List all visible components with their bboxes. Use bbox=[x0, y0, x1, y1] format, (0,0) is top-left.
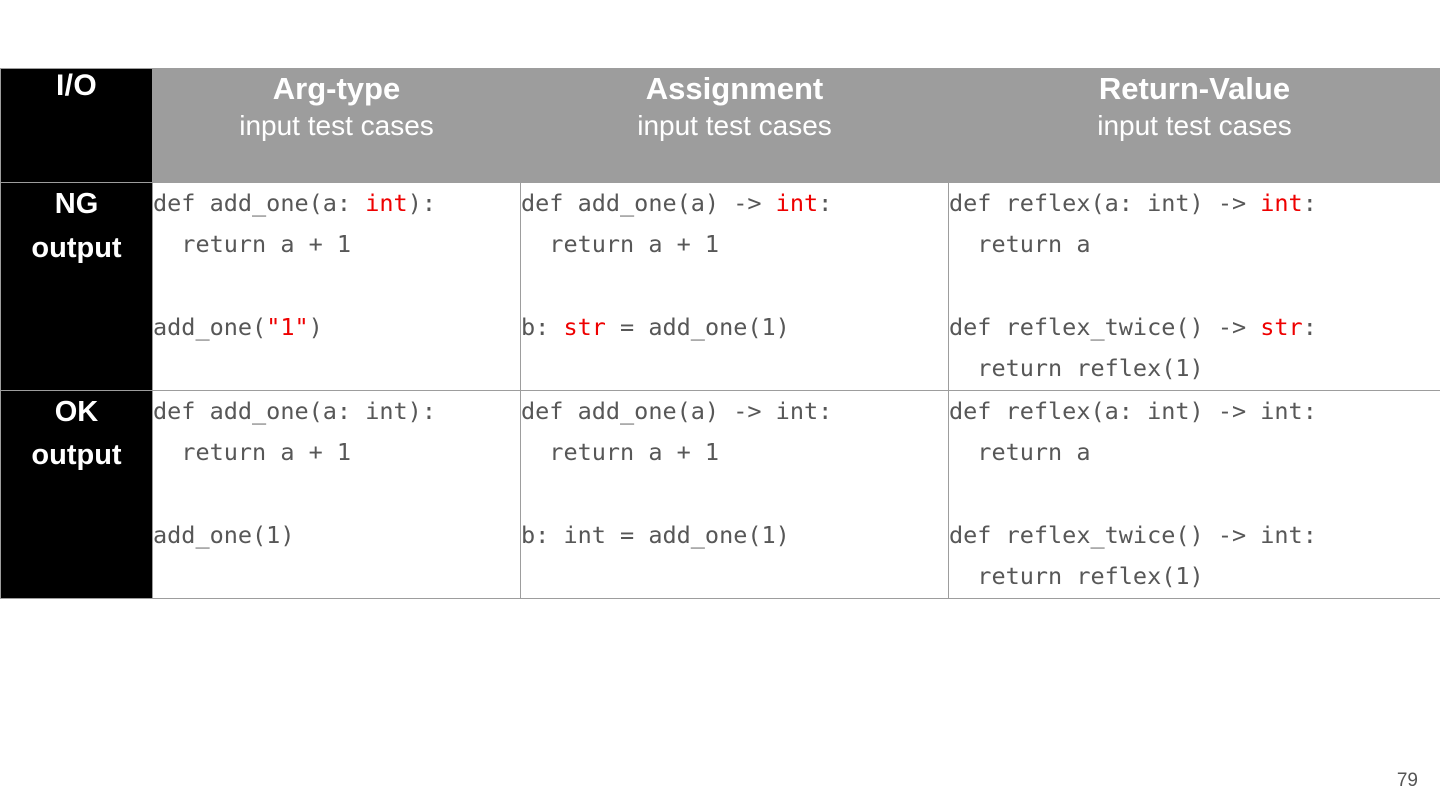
header-cell-assignment: Assignment input test cases bbox=[520, 68, 949, 183]
table-row: NG output def add_one(a: int): return a … bbox=[0, 182, 1440, 391]
io-header-label: I/O bbox=[56, 69, 97, 102]
code-block: def add_one(a: int): return a + 1 add_on… bbox=[153, 189, 436, 342]
header-title-arg-type: Arg-type bbox=[272, 71, 401, 106]
code-block: def add_one(a) -> int: return a + 1 b: s… bbox=[521, 189, 833, 342]
code-cell-ok-assignment: def add_one(a) -> int: return a + 1 b: i… bbox=[520, 389, 949, 599]
code-cell-ok-return-value: def reflex(a: int) -> int: return a def … bbox=[948, 389, 1440, 599]
row-label-ng-output: NG output bbox=[0, 182, 153, 391]
table-header-row: I/O Arg-type input test cases Assignment… bbox=[0, 68, 1440, 183]
row-label-ok-output: OK output bbox=[0, 389, 153, 599]
code-cell-ng-return-value: def reflex(a: int) -> int: return a def … bbox=[948, 182, 1440, 391]
header-title-return-value: Return-Value bbox=[1098, 71, 1291, 106]
header-subtitle-assignment: input test cases bbox=[637, 110, 832, 142]
code-block: def add_one(a: int): return a + 1 add_on… bbox=[153, 396, 436, 549]
row-label-line2: output bbox=[31, 231, 122, 264]
code-block: def reflex(a: int) -> int: return a def … bbox=[949, 189, 1317, 383]
code-cell-ng-assignment: def add_one(a) -> int: return a + 1 b: s… bbox=[520, 182, 949, 391]
io-test-case-matrix: I/O Arg-type input test cases Assignment… bbox=[0, 68, 1440, 599]
header-cell-return-value: Return-Value input test cases bbox=[948, 68, 1440, 183]
header-title-assignment: Assignment bbox=[645, 71, 824, 106]
header-cell-io: I/O bbox=[0, 68, 153, 183]
code-block: def reflex(a: int) -> int: return a def … bbox=[949, 396, 1317, 591]
page-number: 79 bbox=[1396, 770, 1418, 791]
code-cell-ng-arg-type: def add_one(a: int): return a + 1 add_on… bbox=[152, 182, 521, 391]
row-label-line2: output bbox=[31, 439, 122, 472]
code-cell-ok-arg-type: def add_one(a: int): return a + 1 add_on… bbox=[152, 389, 521, 599]
row-label-line1: NG bbox=[54, 188, 99, 220]
row-label-line1: OK bbox=[54, 395, 99, 428]
header-subtitle-return-value: input test cases bbox=[1097, 110, 1292, 142]
header-cell-arg-type: Arg-type input test cases bbox=[152, 68, 521, 183]
code-block: def add_one(a) -> int: return a + 1 b: i… bbox=[521, 396, 833, 549]
table-row: OK output def add_one(a: int): return a … bbox=[0, 389, 1440, 599]
header-subtitle-arg-type: input test cases bbox=[239, 110, 434, 142]
